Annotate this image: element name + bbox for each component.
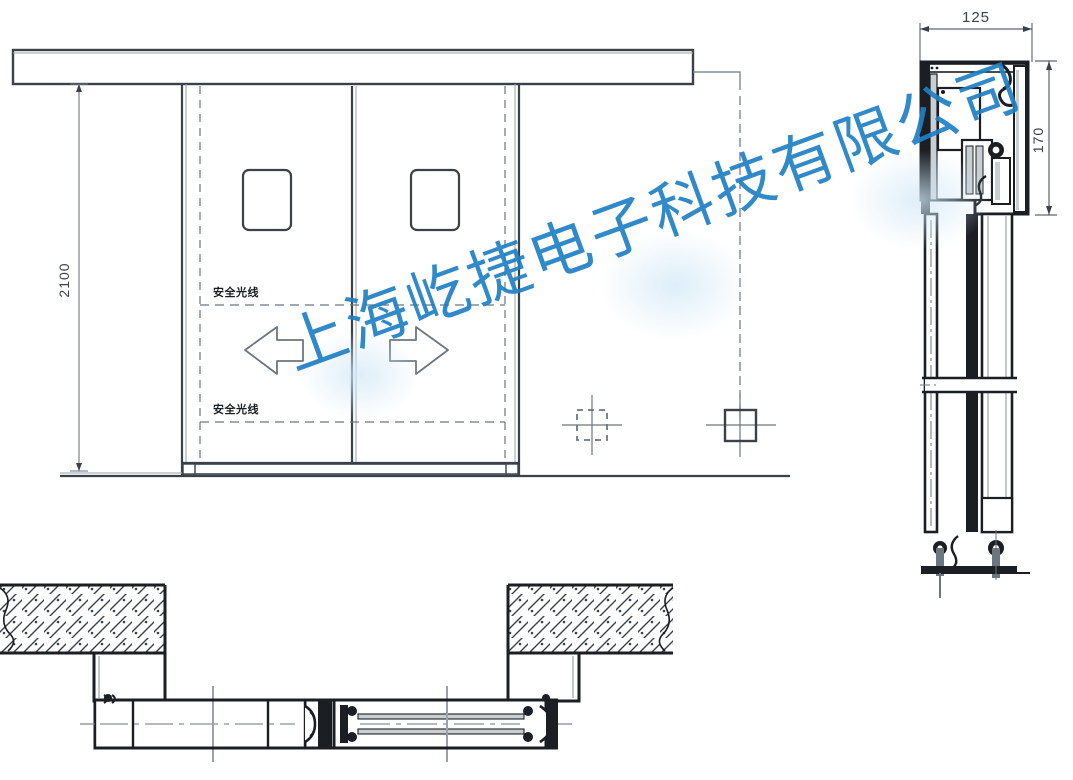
drawing-text-layer: 2100 安全光线 安全光线 125 170 — [56, 9, 1046, 416]
center-coupling — [304, 700, 332, 748]
right-vision-panel — [409, 168, 461, 232]
left-door-travel-arrow — [244, 326, 304, 375]
dimension-2100-label: 2100 — [56, 262, 72, 297]
right-door-travel-arrow — [389, 326, 449, 375]
section-depth-dimension — [919, 23, 1033, 62]
operator-header-beam — [11, 48, 695, 86]
floor-threshold — [60, 461, 790, 478]
left-vision-panel — [241, 168, 293, 232]
hidden-sensor-symbol — [562, 395, 622, 455]
vertical-section-detail — [919, 23, 1057, 598]
left-wall-hatch — [0, 583, 167, 655]
right-wall-hatch — [506, 583, 674, 655]
horizontal-plan-section — [0, 583, 674, 762]
dimension-125-label: 125 — [962, 9, 990, 26]
door-track-rail — [80, 686, 572, 762]
dimension-170-label: 170 — [1030, 127, 1046, 153]
right-jamb-block — [506, 651, 581, 703]
front-elevation-sliding-door — [11, 48, 790, 478]
section-height-dimension — [1035, 60, 1057, 216]
upper-safety-beam-label: 安全光线 — [213, 285, 259, 299]
bottom-guide-assembly — [921, 496, 1030, 598]
solid-sensor-symbol — [706, 393, 776, 457]
door-leaf-section — [920, 212, 1017, 534]
height-dimension-2100 — [70, 83, 88, 472]
lower-safety-beam-label: 安全光线 — [213, 402, 259, 416]
left-jamb-block — [92, 651, 167, 703]
carrier-roller-assembly — [960, 138, 1011, 208]
